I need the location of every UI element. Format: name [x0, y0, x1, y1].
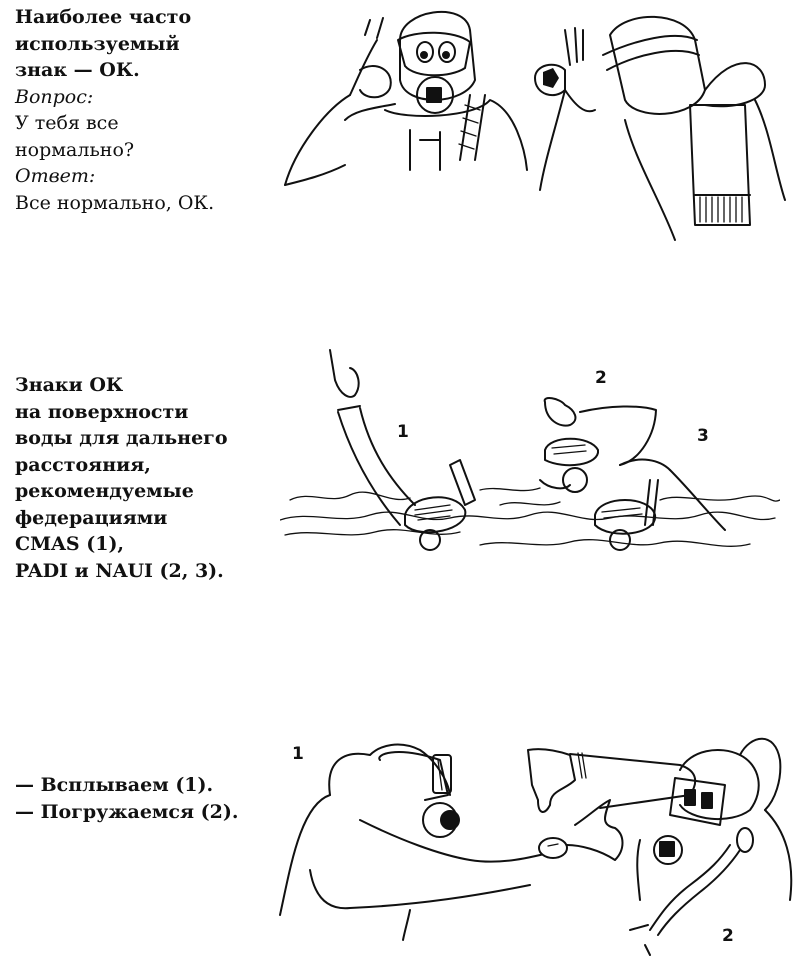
ok-title-line-2: используемый	[15, 32, 180, 55]
answer-label: Ответ:	[15, 165, 96, 187]
diver-ok-sign-illustration	[284, 10, 786, 241]
ok-title-line-1: Наиболее часто	[15, 6, 192, 28]
surface-line-3: воды для дальнего	[15, 427, 228, 449]
surface-line-2: на поверхности	[15, 400, 189, 423]
surface-line-6: федерациями	[15, 506, 168, 529]
section-surface-ok-text: Знаки ОК на поверхности воды для дальнег…	[15, 372, 228, 584]
question-line-1: У тебя все	[15, 112, 119, 134]
question-label: Вопрос:	[15, 85, 94, 108]
ok-title-line-3: знак — ОК.	[15, 59, 140, 81]
figure-label-ascend-1: 1	[292, 744, 304, 764]
descend-line: — Погружаемся (2).	[15, 800, 239, 823]
surface-ok-signs-illustration	[280, 349, 780, 551]
figure-ok-sign	[265, 0, 795, 250]
figure-label-descend-2: 2	[722, 926, 734, 946]
figure-label-2: 2	[595, 368, 607, 388]
ascend-line: — Всплываем (1).	[15, 774, 214, 796]
figure-surface-ok: 1 2 3	[280, 340, 780, 560]
surface-line-5: рекомендуемые	[15, 480, 194, 502]
surface-line-8: PADI и NAUI (2, 3).	[15, 559, 224, 582]
surface-line-1: Знаки ОК	[15, 374, 124, 396]
figure-label-1: 1	[397, 422, 409, 442]
figure-label-3: 3	[697, 426, 709, 446]
surface-line-7: CMAS (1),	[15, 533, 125, 555]
answer-text: Все нормально, ОК.	[15, 191, 215, 214]
surface-line-4: расстояния,	[15, 453, 151, 476]
figure-ascend-descend: 1 2	[270, 720, 800, 963]
ascend-descend-signs-illustration	[279, 737, 793, 956]
section-ascend-descend-text: — Всплываем (1). — Погружаемся (2).	[15, 772, 238, 825]
section-ok-sign-text: Наиболее часто используемый знак — ОК. В…	[15, 4, 214, 216]
question-line-2: нормально?	[15, 138, 135, 161]
